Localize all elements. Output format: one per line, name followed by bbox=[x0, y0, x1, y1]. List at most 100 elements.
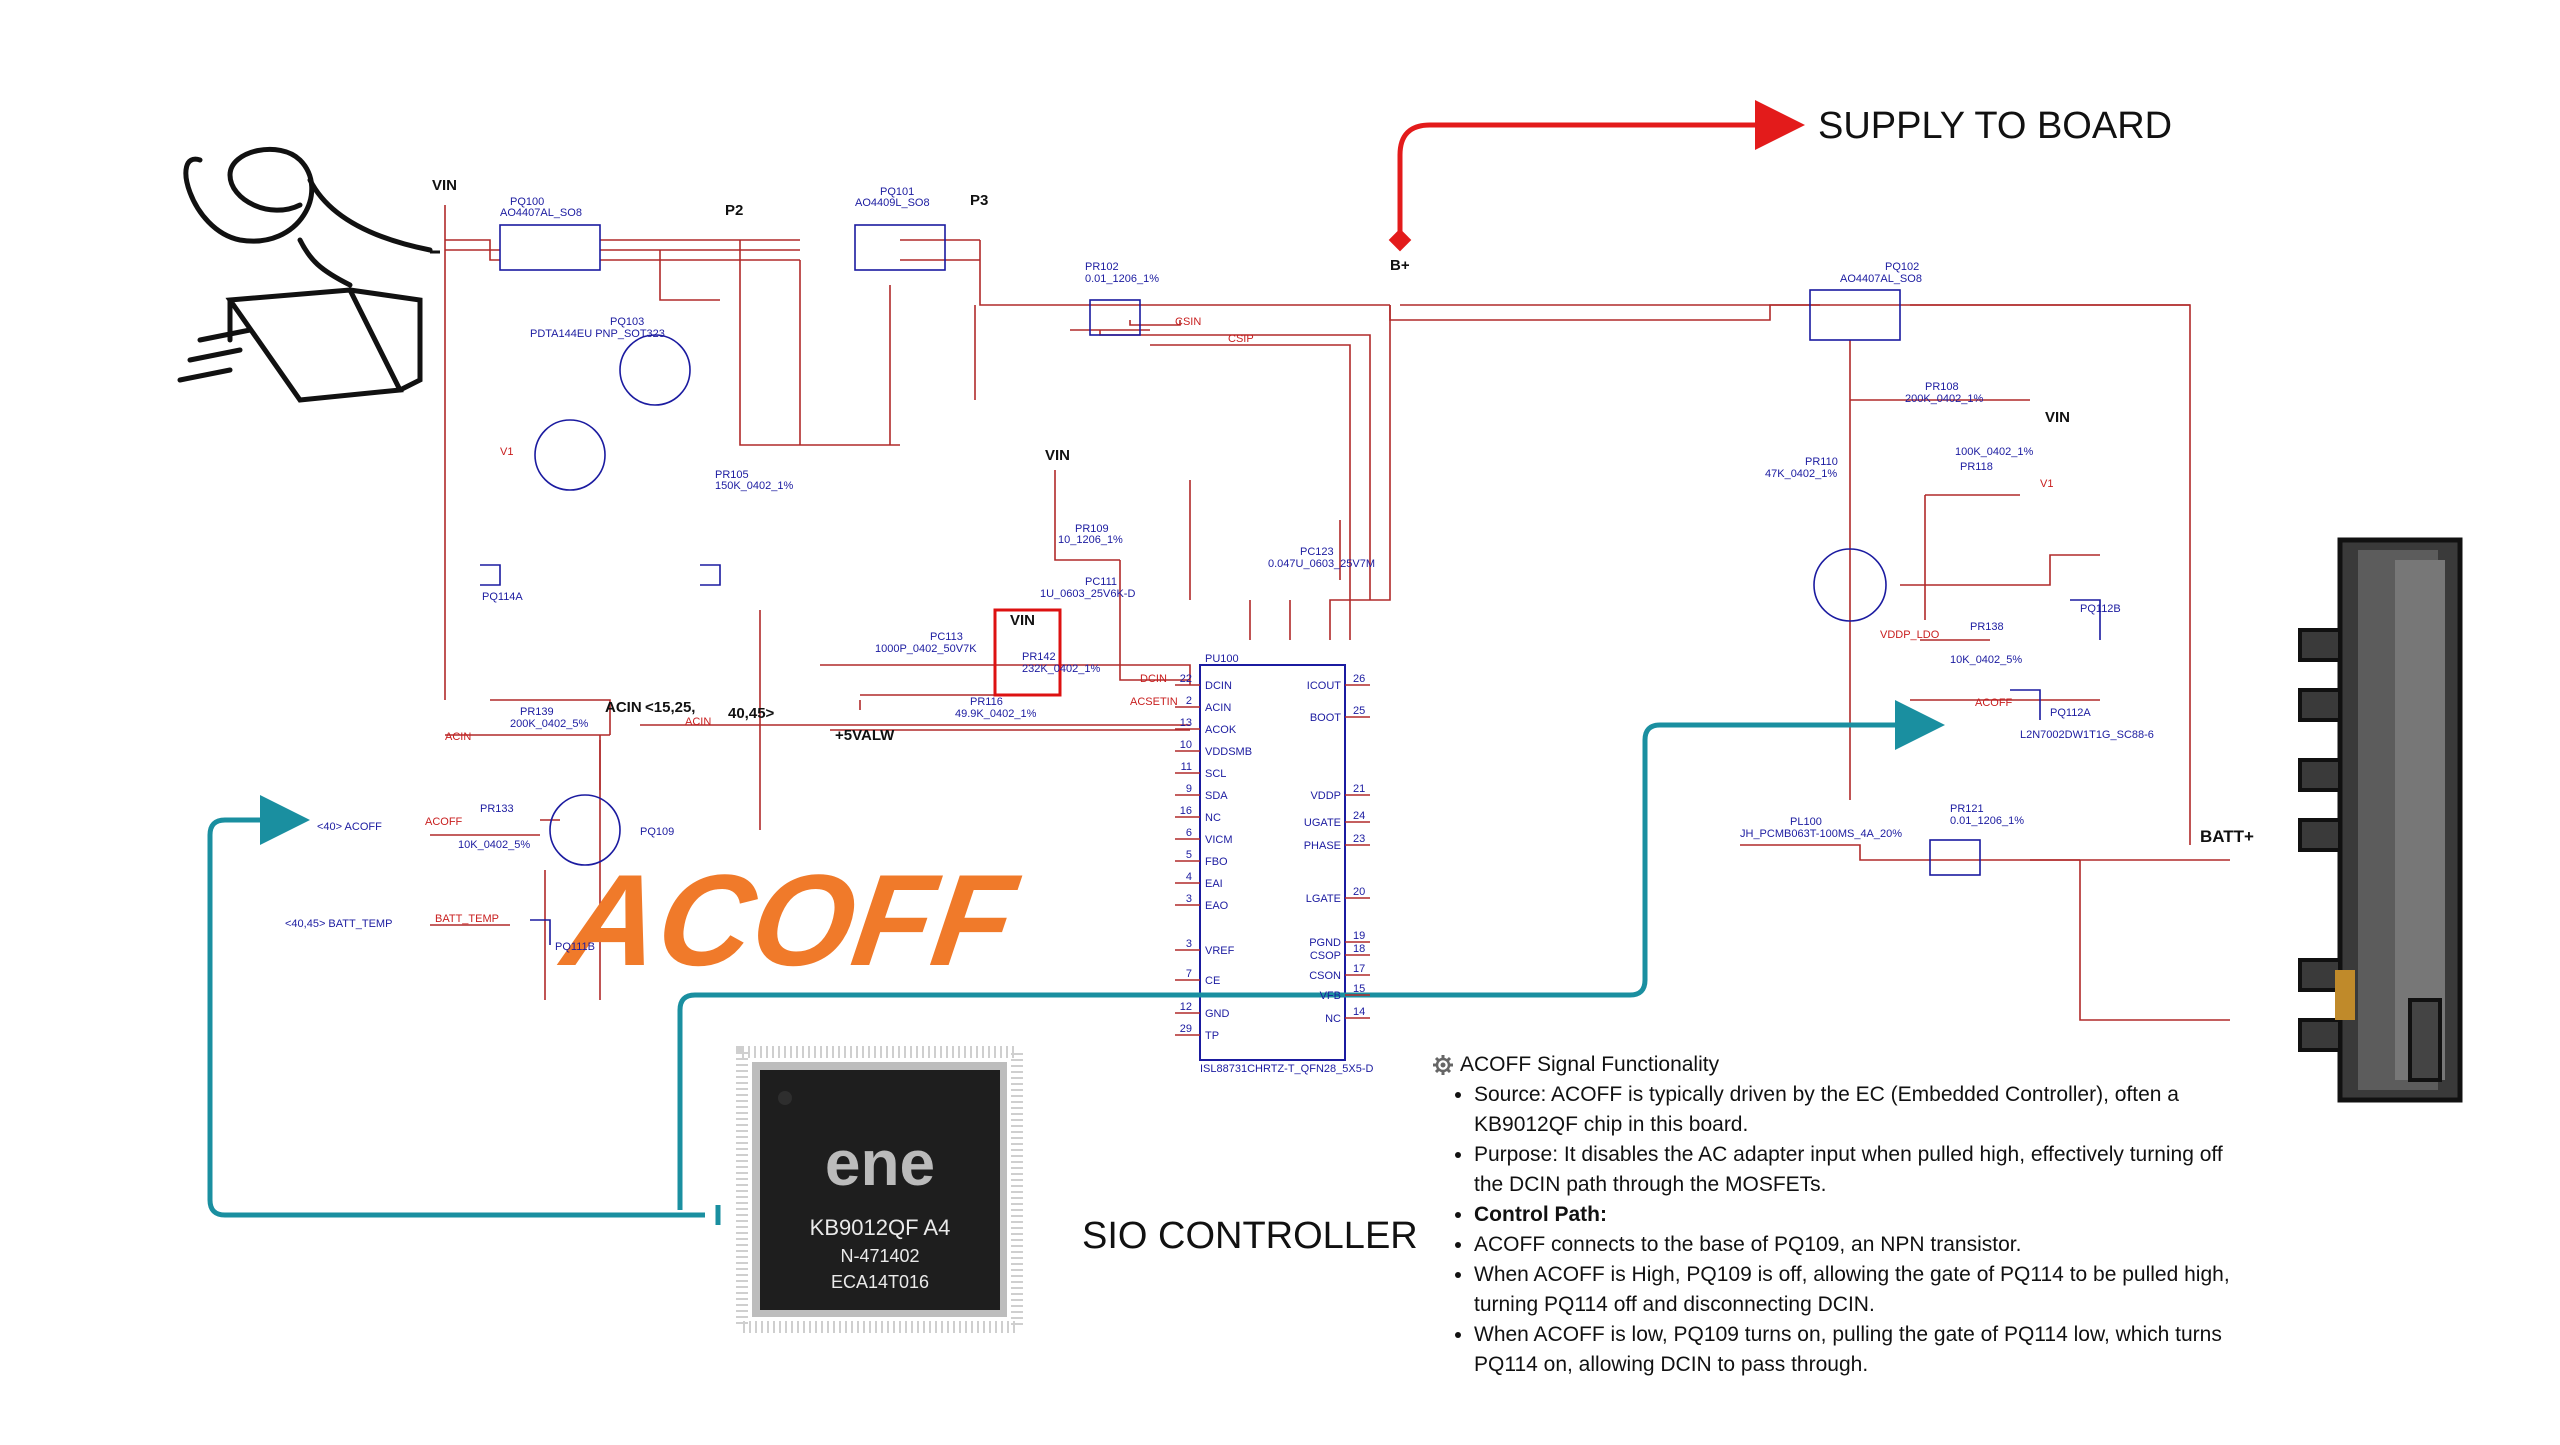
pc123-ref: PC123 bbox=[1300, 546, 1334, 558]
ic-pin-number: 5 bbox=[1186, 849, 1192, 861]
pr133-ref: PR133 bbox=[480, 803, 514, 815]
transistor-pq104 bbox=[534, 419, 606, 491]
pq109-ref: PQ109 bbox=[640, 826, 674, 838]
ic-pin-number: 22 bbox=[1180, 673, 1192, 685]
ic-pin-number: 2 bbox=[1186, 695, 1192, 707]
chip-brand: ene bbox=[825, 1127, 935, 1199]
ic-pin-name: ICOUT bbox=[1307, 680, 1342, 692]
mosfet-pq100 bbox=[499, 224, 601, 271]
ic-pin-number: 23 bbox=[1353, 833, 1365, 845]
notes-list: Source: ACOFF is typically driven by the… bbox=[1432, 1080, 2252, 1380]
net-acoff: ACOFF bbox=[425, 816, 463, 828]
ic-pin-name: GND bbox=[1205, 1008, 1230, 1020]
ic-pin-name: ACOK bbox=[1205, 724, 1237, 736]
notes-item: When ACOFF is low, PQ109 turns on, pulli… bbox=[1474, 1320, 2252, 1380]
pr105-value: 150K_0402_1% bbox=[715, 480, 794, 492]
net-batt-temp: BATT_TEMP bbox=[435, 913, 499, 925]
pr102-value: 0.01_1206_1% bbox=[1085, 273, 1159, 285]
pr102-ref: PR102 bbox=[1085, 261, 1119, 273]
p3-label: P3 bbox=[970, 192, 988, 209]
pr118-ref: PR118 bbox=[1960, 461, 1993, 473]
pr105-ref: PR105 bbox=[715, 469, 749, 481]
acoff-port: <40> ACOFF bbox=[317, 821, 382, 833]
ic-pin-number: 3 bbox=[1186, 893, 1192, 905]
transistor-pq103 bbox=[619, 334, 691, 406]
ic-pin-name: FBO bbox=[1205, 856, 1228, 868]
schematic-wires bbox=[430, 205, 2230, 1021]
pc113-value: 1000P_0402_50V7K bbox=[875, 643, 977, 655]
pr116-ref: PR116 bbox=[970, 696, 1003, 708]
supply-to-board-label: SUPPLY TO BOARD bbox=[1818, 105, 2172, 147]
ic-pin-number: 15 bbox=[1353, 983, 1365, 995]
ic-pin-number: 11 bbox=[1181, 761, 1192, 773]
ic-pin-number: 3 bbox=[1186, 938, 1192, 950]
sense-resistor-pr102 bbox=[1089, 299, 1141, 336]
ic-pin-name: PGND bbox=[1309, 937, 1341, 949]
pr139-value: 200K_0402_5% bbox=[510, 718, 589, 730]
net-acsetin: ACSETIN bbox=[1130, 696, 1178, 708]
ic-pin-number: 25 bbox=[1353, 705, 1365, 717]
pq101-value: AO4409L_SO8 bbox=[855, 197, 930, 209]
ic-pin-number: 26 bbox=[1353, 673, 1365, 685]
charger-ic-pu100 bbox=[1199, 664, 1346, 1061]
pq111-ref: PQ111B bbox=[555, 941, 595, 953]
pq112b-ref: PQ112B bbox=[2080, 603, 2121, 615]
pu100-value: ISL88731CHRTZ-T_QFN28_5X5-D bbox=[1200, 1063, 1373, 1075]
notes-item: Source: ACOFF is typically driven by the… bbox=[1474, 1080, 2252, 1140]
notes-item: Control Path: bbox=[1474, 1200, 2252, 1230]
ic-pin-number: 14 bbox=[1353, 1006, 1365, 1018]
transistor-pq109 bbox=[549, 794, 621, 866]
ic-pin-number: 6 bbox=[1186, 827, 1192, 839]
pr121-value: 0.01_1206_1% bbox=[1950, 815, 2024, 827]
net-vddp-ldo: VDDP_LDO bbox=[1880, 629, 1940, 641]
notes-title: ACOFF Signal Functionality bbox=[1460, 1053, 1720, 1076]
pr138-value: 10K_0402_5% bbox=[1950, 654, 2022, 666]
ic-pin-number: 24 bbox=[1353, 810, 1365, 822]
ic-pin-name: LGATE bbox=[1306, 893, 1341, 905]
ic-pin-name: PHASE bbox=[1304, 840, 1341, 852]
supply-arrow bbox=[1397, 100, 1805, 240]
vin-label-1: VIN bbox=[432, 177, 457, 194]
ic-pin-number: 20 bbox=[1353, 886, 1365, 898]
net-v1-right: V1 bbox=[2040, 478, 2053, 490]
vin-label-3: VIN bbox=[2045, 409, 2070, 426]
ic-pin-name: SCL bbox=[1205, 768, 1226, 780]
ic-pin-name: TP bbox=[1205, 1030, 1219, 1042]
ic-pin-name: VREF bbox=[1205, 945, 1235, 957]
bplus-label: B+ bbox=[1390, 257, 1410, 274]
pc111-value: 1U_0603_25V6K-D bbox=[1040, 588, 1135, 600]
highlight-box-pr142 bbox=[993, 608, 1062, 697]
net-csin: CSIN bbox=[1175, 316, 1201, 328]
pq100-ref: PQ100 bbox=[510, 196, 544, 208]
pl100-ref: PL100 bbox=[1790, 816, 1822, 828]
ic-pin-name: NC bbox=[1325, 1013, 1341, 1025]
ic-pin-name: DCIN bbox=[1205, 680, 1232, 692]
ic-pin-name: VICM bbox=[1205, 834, 1233, 846]
ic-pin-name: ACIN bbox=[1205, 702, 1231, 714]
ic-pin-name: SDA bbox=[1205, 790, 1228, 802]
pu100-ref: PU100 bbox=[1205, 653, 1239, 665]
gear-icon bbox=[1433, 1055, 1453, 1075]
ac-adapter-icon bbox=[177, 146, 433, 403]
net-dcin: DCIN bbox=[1140, 673, 1167, 685]
ic-pin-number: 10 bbox=[1180, 739, 1192, 751]
chip-line-1: KB9012QF A4 bbox=[810, 1215, 951, 1240]
acin-label: ACIN bbox=[605, 699, 642, 716]
mosfet-pq101 bbox=[854, 224, 946, 271]
pq112a-value: L2N7002DW1T1G_SC88-6 bbox=[2020, 729, 2154, 741]
p2-label: P2 bbox=[725, 202, 743, 219]
pr142-ref: PR142 bbox=[1022, 651, 1056, 663]
sio-controller-label: SIO CONTROLLER bbox=[1082, 1215, 1418, 1257]
net-v1: V1 bbox=[500, 446, 513, 458]
pq112a-ref: PQ112A bbox=[2050, 707, 2091, 719]
ic-pin-name: CSOP bbox=[1310, 950, 1341, 962]
chip-line-3: ECA14T016 bbox=[831, 1272, 929, 1292]
ic-pin-number: 29 bbox=[1180, 1023, 1192, 1035]
ic-pin-number: 17 bbox=[1353, 963, 1365, 975]
ic-pin-name: NC bbox=[1205, 812, 1221, 824]
ic-pin-name: VFB bbox=[1320, 990, 1341, 1002]
pc123-value: 0.047U_0603_25V7M bbox=[1268, 558, 1375, 570]
pr110-value: 47K_0402_1% bbox=[1765, 468, 1837, 480]
